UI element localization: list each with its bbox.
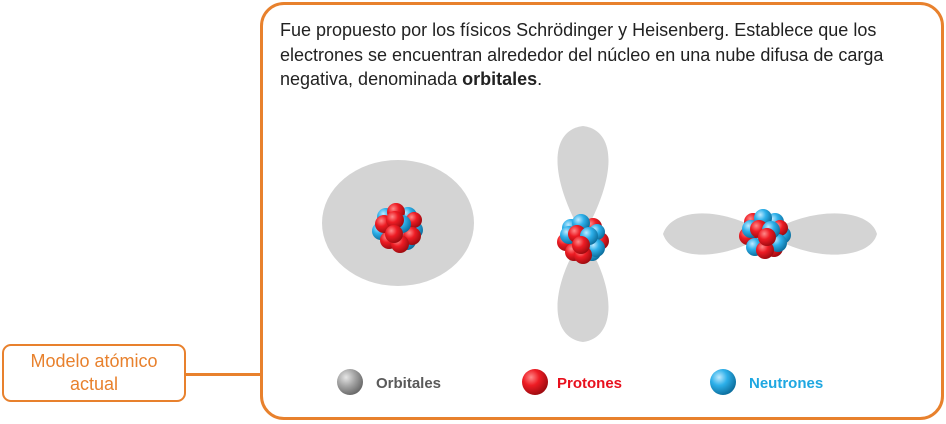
model-label-box: Modelo atómico actual (2, 344, 186, 402)
description-end: . (537, 69, 543, 89)
connector-line (186, 373, 262, 376)
nucleus (372, 203, 423, 253)
description-emphasis: orbitales (462, 69, 538, 89)
orbitales-legend-label: Orbitales (376, 375, 441, 392)
model-label-line2: actual (69, 374, 119, 394)
nucleus (739, 209, 791, 259)
protones-legend-label: Protones (557, 375, 622, 392)
neutrones-legend-dot (710, 369, 736, 395)
orbitales-legend-dot (337, 369, 363, 395)
description-text: Fue propuesto por los físicos Schrödinge… (280, 18, 930, 92)
model-label-line1: Modelo atómico (30, 351, 158, 371)
nucleus (557, 214, 609, 264)
legend: Orbitales Protones Neutrones (337, 369, 823, 395)
neutrones-legend-label: Neutrones (749, 375, 823, 392)
protones-legend-dot (522, 369, 548, 395)
description-body: Fue propuesto por los físicos Schrödinge… (280, 20, 884, 89)
